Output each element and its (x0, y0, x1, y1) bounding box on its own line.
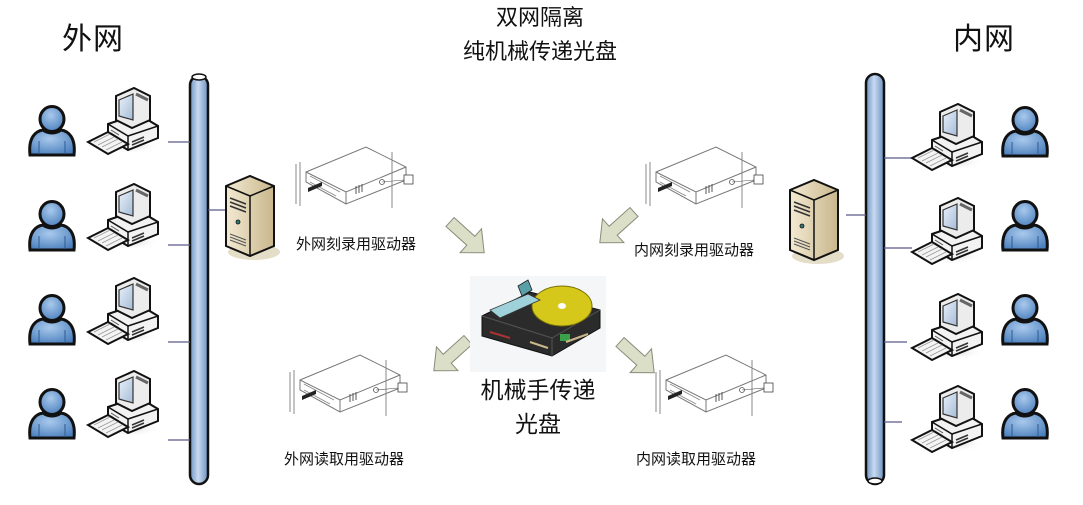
outer-read-drive-icon (289, 354, 408, 417)
inner-client-4 (910, 384, 1049, 454)
outer-read-drive-label: 外网读取用驱动器 (284, 450, 405, 468)
inner-client-3 (910, 292, 1049, 362)
outer-client-3 (28, 276, 162, 346)
computer-icon (86, 276, 162, 346)
inner-read-drive-icon (655, 354, 774, 417)
inner-burn-drive-icon (645, 146, 764, 209)
inner-network-bus (864, 72, 886, 486)
user-icon (1001, 388, 1049, 440)
user-icon (28, 105, 76, 157)
computer-icon (86, 369, 162, 439)
computer-icon (910, 384, 986, 454)
inner-network-title: 内网 (953, 22, 1015, 57)
diagram-title-line1: 双网隔离 (495, 6, 584, 31)
inner-connectors (846, 157, 912, 423)
outer-burn-drive-label: 外网刻录用驱动器 (296, 235, 417, 253)
user-icon (28, 200, 76, 252)
computer-icon (910, 196, 986, 266)
user-icon (28, 388, 76, 440)
outer-network-title: 外网 (62, 22, 124, 57)
computer-icon (910, 292, 986, 362)
inner-read-drive-label: 内网读取用驱动器 (636, 450, 757, 468)
inner-client-2 (910, 196, 1049, 266)
inner-server-icon (789, 179, 845, 265)
arrow-outer-burn-to-robot (438, 209, 496, 266)
diagram-title: 双网隔离 纯机械传递光盘 (420, 2, 660, 70)
inner-burn-drive-label: 内网刻录用驱动器 (634, 241, 755, 259)
computer-icon (86, 86, 162, 156)
user-icon (1001, 106, 1049, 158)
outer-server-icon (225, 175, 281, 261)
outer-client-2 (28, 182, 162, 252)
inner-client-1 (910, 102, 1049, 172)
user-icon (1001, 200, 1049, 252)
robot-label: 机械手传递 光盘 (448, 374, 628, 442)
robot-label-line1: 机械手传递 (480, 378, 596, 404)
outer-burn-drive-icon (295, 146, 414, 209)
outer-client-4 (28, 369, 162, 440)
outer-client-1 (28, 86, 162, 157)
user-icon (28, 294, 76, 346)
outer-network-bus (188, 73, 210, 486)
computer-icon (910, 102, 986, 172)
computer-icon (86, 182, 162, 252)
user-icon (1001, 294, 1049, 346)
diagram-title-line2: 纯机械传递光盘 (462, 40, 617, 65)
robot-disc-transfer-icon (470, 276, 606, 372)
robot-label-line2: 光盘 (515, 412, 561, 438)
